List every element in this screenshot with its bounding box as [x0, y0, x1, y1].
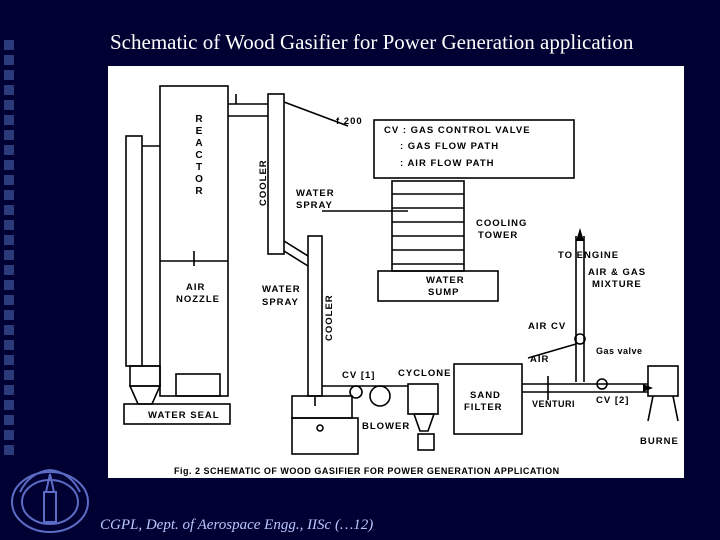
decorative-square	[4, 430, 14, 440]
label-filter: FILTER	[464, 402, 503, 413]
decorative-square	[4, 355, 14, 365]
label-cv2: CV [2]	[596, 395, 629, 406]
label-water-spray-2b: SPRAY	[262, 297, 299, 308]
decorative-square	[4, 325, 14, 335]
decorative-square	[4, 130, 14, 140]
decorative-square	[4, 55, 14, 65]
decorative-square	[4, 280, 14, 290]
decorative-square	[4, 415, 14, 425]
decorative-square	[4, 340, 14, 350]
label-blower: BLOWER	[362, 421, 410, 432]
label-water-spray-1b: SPRAY	[296, 200, 333, 211]
cv2-marker	[596, 378, 608, 390]
label-air-nozzle-b: NOZZLE	[176, 294, 220, 305]
decorative-square	[4, 445, 14, 455]
decorative-square	[4, 295, 14, 305]
decorative-square	[4, 85, 14, 95]
decorative-square	[4, 115, 14, 125]
decorative-square	[4, 100, 14, 110]
institute-emblem-logo	[11, 468, 89, 533]
decorative-square	[4, 175, 14, 185]
water-sump	[377, 270, 499, 302]
label-burner: BURNE	[640, 436, 679, 447]
slide-footer: CGPL, Dept. of Aerospace Engg., IISc (…1…	[100, 517, 374, 533]
label-sand: SAND	[470, 390, 501, 401]
blower-marker	[369, 385, 391, 407]
label-water-spray-2a: WATER	[262, 284, 301, 295]
label-cooling-tower-b: TOWER	[478, 230, 518, 241]
decorative-square	[4, 310, 14, 320]
label-gas-valve: Gas valve	[596, 346, 643, 356]
label-air-nozzle-a: AIR	[186, 282, 205, 293]
label-water-spray-1a: WATER	[296, 188, 335, 199]
decorative-square	[4, 250, 14, 260]
label-cooler-mid: COOLER	[324, 294, 335, 341]
label-cv1: CV [1]	[342, 370, 375, 381]
reactor-side-pipe	[125, 135, 143, 367]
label-venturi: VENTURI	[532, 399, 575, 409]
label-water-seal: WATER SEAL	[148, 410, 220, 421]
decorative-square	[4, 205, 14, 215]
label-water-sump-a: WATER	[426, 275, 465, 286]
decorative-square	[4, 220, 14, 230]
decorative-square	[4, 235, 14, 245]
decorative-square	[4, 265, 14, 275]
cooler-mid	[307, 235, 323, 397]
label-water-sump-b: SUMP	[428, 287, 459, 298]
label-cyclone: CYCLONE	[398, 368, 451, 379]
cooler-top	[267, 93, 285, 255]
label-to-engine: TO ENGINE	[558, 250, 619, 261]
schematic-figure: f 200 CV : GAS CONTROL VALVE : GAS FLOW …	[108, 66, 684, 478]
sand-filter	[453, 363, 523, 435]
label-cooler-top: COOLER	[258, 159, 269, 206]
decorative-square	[4, 160, 14, 170]
water-seal-tank	[123, 403, 231, 425]
legend-line-2: : GAS FLOW PATH	[400, 141, 499, 152]
slide-title: Schematic of Wood Gasifier for Power Gen…	[110, 30, 634, 54]
cyclone	[407, 383, 439, 415]
decorative-square	[4, 145, 14, 155]
decorative-square	[4, 190, 14, 200]
figure-caption: Fig. 2 SCHEMATIC OF WOOD GASIFIER FOR PO…	[174, 466, 560, 476]
label-air-gas-b: MIXTURE	[592, 279, 642, 290]
legend-line-3: : AIR FLOW PATH	[400, 158, 495, 169]
cv1-valve-marker	[349, 385, 363, 399]
label-cooling-tower-a: COOLING	[476, 218, 527, 229]
decorative-square	[4, 385, 14, 395]
cyclone-base	[291, 395, 353, 419]
air-cv-marker	[574, 333, 586, 345]
legend-line-1: CV : GAS CONTROL VALVE	[384, 125, 531, 136]
label-air-gas-a: AIR & GAS	[588, 267, 646, 278]
decorative-square	[4, 370, 14, 380]
label-air-cv: AIR CV	[528, 321, 566, 332]
label-air: AIR	[530, 354, 549, 365]
label-f200: f 200	[336, 116, 363, 127]
legend-box	[373, 119, 575, 179]
burner	[647, 365, 679, 397]
decorative-square	[4, 40, 14, 50]
decorative-square	[4, 70, 14, 80]
decorative-square-column	[4, 40, 18, 460]
decorative-square	[4, 400, 14, 410]
schematic-drawing: f 200 CV : GAS CONTROL VALVE : GAS FLOW …	[123, 85, 679, 476]
